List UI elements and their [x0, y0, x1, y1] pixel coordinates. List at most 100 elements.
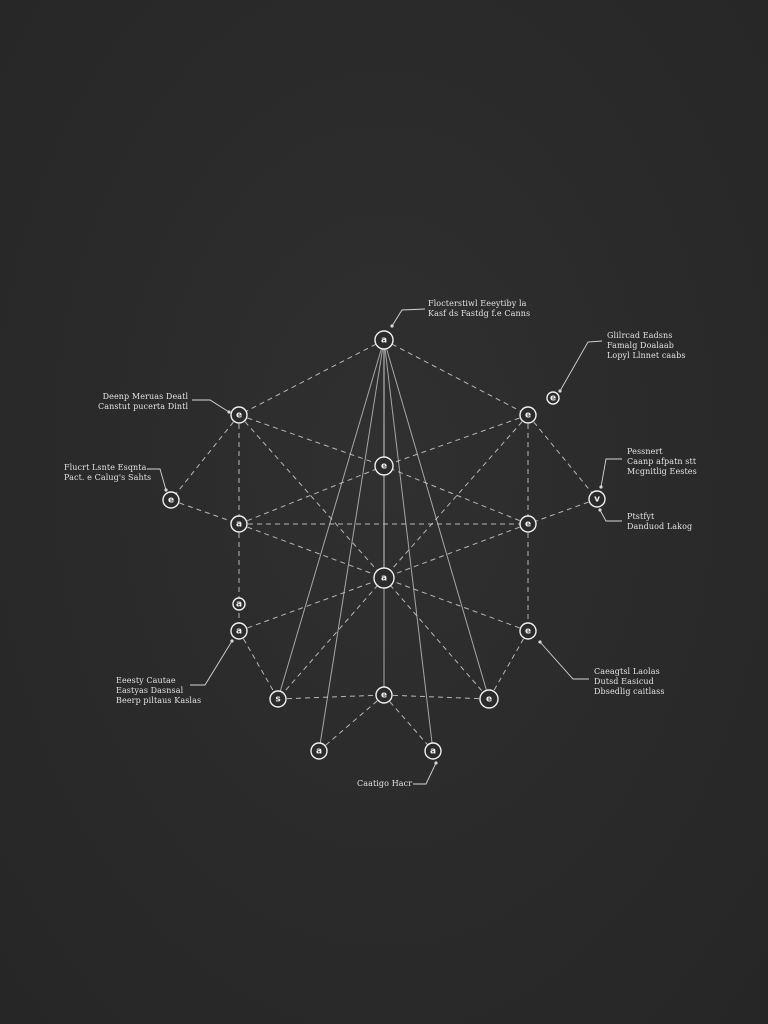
- edge-n-mr-n-center-upper: [383, 465, 529, 525]
- edge-n-bc-n-bbl: [318, 694, 385, 752]
- callout-line: Beerp piltaus Kaslas: [116, 696, 202, 705]
- callout-label-left: Flucrt Lsnte Esqnta Pact. e Calug's Saht…: [64, 463, 151, 483]
- edge-n-ul-n-center: [238, 414, 385, 579]
- leader-left-tip: [164, 488, 168, 492]
- node-l-small: a: [232, 597, 246, 611]
- edge-n-top-n-bl: [277, 339, 385, 700]
- node-glyph: a: [381, 574, 387, 584]
- callout-line: Ptstfyt: [627, 512, 655, 521]
- node-ring: [374, 456, 394, 476]
- callout-label-right-lower: Ptstfyt Danduod Lakog: [627, 512, 692, 532]
- edge-n-bc-n-bbr: [383, 694, 434, 752]
- node-glyph: a: [236, 627, 242, 637]
- node-glyph: e: [381, 691, 387, 701]
- node-ring: [375, 686, 393, 704]
- leader-right-upper-tip: [599, 485, 603, 489]
- node-ring: [230, 622, 248, 640]
- node-glyph: a: [236, 600, 242, 610]
- leader-lower-left-tip: [230, 639, 234, 643]
- callout-label-upper-left: Deenp Meruas Deatl Canstut pucerta Dintl: [98, 392, 188, 412]
- edge-n-ul-n-far-left: [170, 414, 240, 501]
- callout-line: Pact. e Calug's Sahts: [64, 473, 152, 482]
- leader-lower-right-tip: [538, 640, 542, 644]
- callout-line: Caanp afpatn stt: [627, 457, 697, 466]
- callout-label-top: Flocterstiwl Eeeytiby la Kasf ds Fastdg …: [428, 299, 530, 319]
- edge-n-bc-n-br: [383, 694, 490, 700]
- edge-n-top-n-br: [383, 339, 490, 700]
- node-far-left: e: [162, 491, 180, 509]
- edge-n-ml-n-center: [238, 523, 385, 579]
- node-glyph: e: [550, 394, 556, 404]
- leader-upper-left: [192, 399, 230, 413]
- leader-bottom: [413, 762, 437, 785]
- edge-n-mr-n-center: [383, 523, 529, 579]
- callout-label-top-right: Glilrcad Eadsns Famalg Doalaab Lopyl Lln…: [607, 331, 686, 361]
- node-glyph: e: [236, 411, 242, 421]
- callout-line: Canstut pucerta Dintl: [98, 402, 189, 411]
- callout-line: Dbsedlig caitlass: [594, 687, 665, 696]
- node-glyph: a: [430, 747, 436, 757]
- edge-n-far-right-n-mr: [527, 498, 598, 525]
- callout-line: Eeesty Cautae: [116, 676, 176, 685]
- edge-n-ll-n-center: [238, 577, 385, 632]
- callout-label-bottom: Caatigo Hacr: [357, 779, 412, 789]
- node-ring: [519, 406, 537, 424]
- callout-leaders: [147, 308, 622, 785]
- node-ring: [479, 689, 499, 709]
- node-center-upper: e: [374, 456, 394, 476]
- node-glyph: a: [381, 336, 387, 346]
- node-tr-small: e: [546, 391, 560, 405]
- edge-n-top-n-ur: [383, 339, 529, 416]
- leader-lower-right: [539, 641, 589, 680]
- callout-line: Caatigo Hacr: [357, 779, 413, 788]
- edge-n-ur-n-far-right: [527, 414, 598, 500]
- node-glyph: e: [525, 627, 531, 637]
- callout-line: Famalg Doalaab: [607, 341, 674, 350]
- callout-line: Flocterstiwl Eeeytiby la: [428, 299, 527, 308]
- node-ring: [424, 742, 442, 760]
- node-glyph: e: [525, 411, 531, 421]
- edge-n-ul-n-center-upper: [238, 414, 385, 467]
- leader-right-upper: [600, 458, 622, 488]
- node-center: a: [373, 567, 395, 589]
- leader-bottom-tip: [434, 761, 438, 765]
- node-ring: [310, 742, 328, 760]
- edge-n-lr-n-center: [383, 577, 529, 632]
- edge-n-center-n-br: [383, 577, 490, 700]
- node-ll: a: [230, 622, 248, 640]
- callout-line: Lopyl Llnnet caabs: [607, 351, 686, 360]
- edge-n-ll-n-bl: [238, 630, 279, 700]
- callout-line: Kasf ds Fastdg f.e Canns: [428, 309, 531, 318]
- node-ur: e: [519, 406, 537, 424]
- node-glyph: a: [236, 520, 242, 530]
- node-br: e: [479, 689, 499, 709]
- leader-right-lower-tip: [598, 508, 602, 512]
- edge-n-bl-n-bc: [277, 694, 385, 700]
- edge-n-top-n-bbl: [318, 339, 385, 752]
- node-ring: [230, 515, 248, 533]
- callout-line: Glilrcad Eadsns: [607, 331, 673, 340]
- leader-top-right-tip: [558, 389, 562, 393]
- edge-n-top-n-ul: [238, 339, 385, 416]
- node-glyph: e: [168, 496, 174, 506]
- leader-right-lower: [599, 509, 622, 522]
- callout-line: Mcgnitlig Eestes: [627, 467, 697, 476]
- node-glyph: s: [275, 695, 280, 705]
- node-glyph: e: [486, 695, 492, 705]
- node-bl: s: [269, 690, 287, 708]
- node-lr: e: [519, 622, 537, 640]
- edge-n-ur-n-center-upper: [383, 414, 529, 467]
- node-ring: [232, 597, 246, 611]
- leader-top: [391, 308, 426, 327]
- callout-line: Danduod Lakog: [627, 522, 693, 531]
- node-bbr: a: [424, 742, 442, 760]
- leader-top-right: [559, 340, 603, 392]
- edge-n-ml-n-center-upper: [238, 465, 385, 525]
- node-ring: [546, 391, 560, 405]
- callout-line: Flucrt Lsnte Esqnta: [64, 463, 147, 472]
- node-bc: e: [375, 686, 393, 704]
- node-ring: [588, 490, 606, 508]
- leader-top-tip: [390, 324, 394, 328]
